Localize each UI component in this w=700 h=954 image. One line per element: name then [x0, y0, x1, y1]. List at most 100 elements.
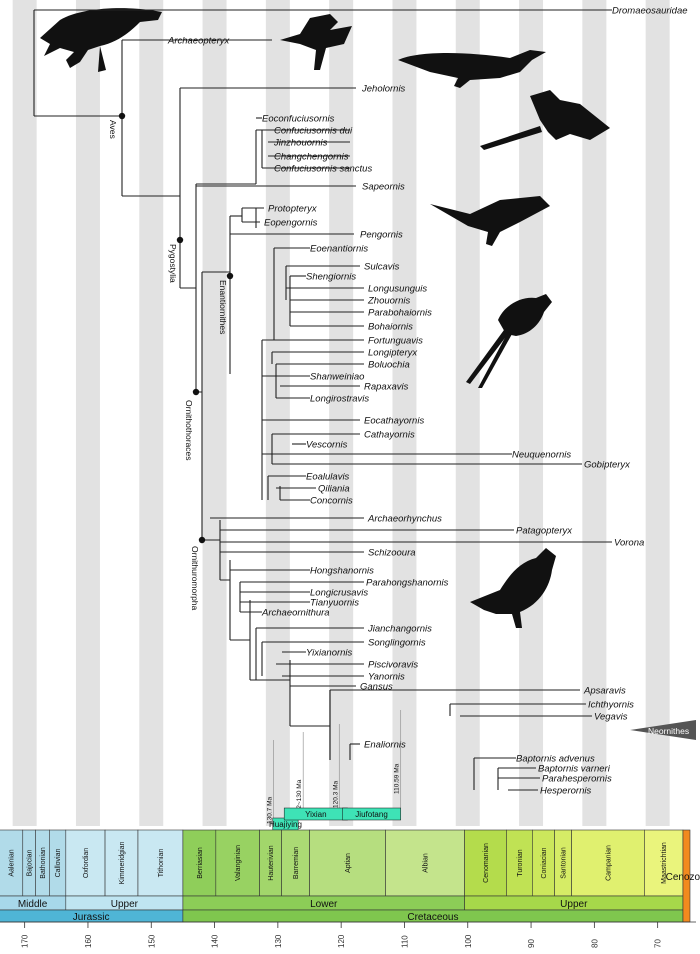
taxon-neornithes: Neornithes: [648, 726, 689, 736]
epoch-label: Upper: [560, 899, 588, 910]
taxon-longusunguis: Longusunguis: [368, 284, 427, 295]
date-label: 122~130 Ma: [296, 779, 303, 816]
taxon-eoconfuciusornis: Eoconfuciusornis: [262, 114, 335, 125]
tick-label: 150: [147, 934, 156, 948]
taxon-sulcavis: Sulcavis: [364, 262, 400, 273]
taxon-protopteryx: Protopteryx: [268, 204, 318, 215]
archaeopteryx-silhouette: [280, 14, 352, 70]
stage-label: Cenomanian: [483, 843, 490, 883]
taxon-zhouornis: Zhouornis: [367, 296, 410, 307]
period-label: Jurassic: [73, 912, 110, 923]
date-label: 110.59 Ma: [394, 763, 401, 794]
tick-label: 160: [84, 934, 93, 948]
taxa-labels: DromaeosauridaeArchaeopteryxJeholornisEo…: [167, 6, 688, 797]
stage-label: Maastrichtian: [661, 842, 668, 884]
confuciusornis-silhouette: [480, 90, 610, 150]
geologic-timescale: Aalenian Bajocian Bathonian Callovian Oxford…: [0, 829, 700, 948]
taxon-longicrusavis: Longicrusavis: [310, 588, 368, 599]
time-stripe: [645, 0, 670, 826]
time-stripe: [139, 0, 164, 826]
stage-label: Aptian: [345, 853, 352, 873]
dromaeosaur-silhouette: [40, 8, 162, 72]
taxon-vegavis: Vegavis: [594, 712, 628, 723]
stage-label: Barremian: [293, 847, 300, 879]
taxon-eoalulavis: Eoalulavis: [306, 472, 350, 483]
node-enantiornithes: [226, 272, 234, 280]
stage-box: [137, 829, 184, 897]
bird-silhouettes: [40, 8, 610, 628]
node-ornithuromorpha: [198, 536, 206, 544]
ornithuromorph-silhouette: [470, 548, 556, 628]
taxon-parabohaiornis: Parabohaiornis: [368, 308, 432, 319]
taxon-bohaiornis: Bohaiornis: [368, 322, 413, 333]
taxon-baptornis-advenus: Baptornis advenus: [516, 754, 595, 765]
taxon-schizooura: Schizooura: [368, 548, 416, 559]
taxon-piscivoravis: Piscivoravis: [368, 660, 418, 671]
stage-label: Coniacian: [541, 847, 548, 878]
node-aves: [118, 112, 126, 120]
epoch-label: Lower: [310, 899, 338, 910]
taxon-parahesperornis: Parahesperornis: [542, 774, 612, 785]
time-stripe: [265, 0, 290, 826]
taxon-dromaeosauridae: Dromaeosauridae: [612, 6, 688, 17]
stage-label: Oxfordian: [83, 848, 90, 878]
stage-box: [215, 829, 260, 897]
stage-label: Berriasian: [197, 847, 204, 879]
taxon-qiliania: Qiliania: [318, 484, 350, 495]
formation-label-jiufotang: Jiufotang: [355, 810, 387, 819]
taxon-confuciusornis-dui: Confuciusornis dui: [274, 126, 353, 137]
taxon-cathayornis: Cathayornis: [364, 430, 415, 441]
stage-box: [309, 829, 386, 897]
stage-label: Valanginian: [235, 845, 242, 881]
stage-label: Bathonian: [40, 847, 47, 879]
taxon-vescornis: Vescornis: [306, 440, 348, 451]
node-pygostylia: [176, 236, 184, 244]
clade-enantiornithes: Enantiornithes: [218, 280, 228, 334]
taxon-archaeorhynchus: Archaeorhynchus: [367, 514, 442, 525]
tick-label: 80: [590, 939, 599, 948]
taxon-shanweiniao: Shanweiniao: [310, 372, 364, 383]
taxon-eocathayornis: Eocathayornis: [364, 416, 424, 427]
taxon-fortunguavis: Fortunguavis: [368, 336, 423, 347]
taxon-archaeornithura: Archaeornithura: [261, 608, 330, 619]
stage-box: [385, 829, 465, 897]
stage-label: Callovian: [55, 848, 62, 877]
sapeornis-silhouette: [430, 196, 550, 246]
tick-label: 120: [337, 934, 346, 948]
phylogenetic-tree: [33, 9, 612, 791]
stage-label: Bajocian: [27, 849, 34, 876]
stage-label: Hauterivian: [268, 845, 275, 881]
stage-box: [464, 829, 507, 897]
time-stripe: [455, 0, 480, 826]
stage-label: Aalenian: [9, 849, 16, 876]
stage-label: Albian: [423, 853, 430, 873]
time-stripe: [329, 0, 354, 826]
taxon-patagopteryx: Patagopteryx: [516, 526, 573, 537]
tick-label: 130: [274, 934, 283, 948]
taxon-pengornis: Pengornis: [360, 230, 403, 241]
taxon-jianchangornis: Jianchangornis: [367, 624, 432, 635]
taxon-enaliornis: Enaliornis: [364, 740, 406, 751]
formation-jiufotang: [342, 807, 401, 821]
clade-labels: Aves Pygostylia Enantiornithes Ornithoth…: [108, 120, 228, 611]
time-stripes: [12, 0, 670, 826]
stage-label: Campanian: [605, 845, 612, 881]
taxon-boluochia: Boluochia: [368, 360, 410, 371]
taxon-neuquenornis: Neuquenornis: [512, 450, 571, 461]
tick-label: 70: [654, 939, 663, 948]
taxon-jeholornis: Jeholornis: [361, 84, 406, 95]
tick-label: 90: [527, 939, 536, 948]
taxon-songlingornis: Songlingornis: [368, 638, 426, 649]
taxon-baptornis-varneri: Baptornis varneri: [538, 764, 611, 775]
period-label: Cretaceous: [407, 912, 458, 923]
stage-box: [571, 829, 645, 897]
taxon-vorona: Vorona: [614, 538, 644, 549]
taxon-longipteryx: Longipteryx: [368, 348, 418, 359]
clade-ornithuromorpha: Ornithuromorpha: [190, 546, 200, 611]
tick-label: 140: [211, 934, 220, 948]
time-stripe: [12, 0, 37, 826]
node-ornithothoraces: [192, 388, 200, 396]
formation-label-huajiying: Huajiying: [269, 820, 302, 829]
